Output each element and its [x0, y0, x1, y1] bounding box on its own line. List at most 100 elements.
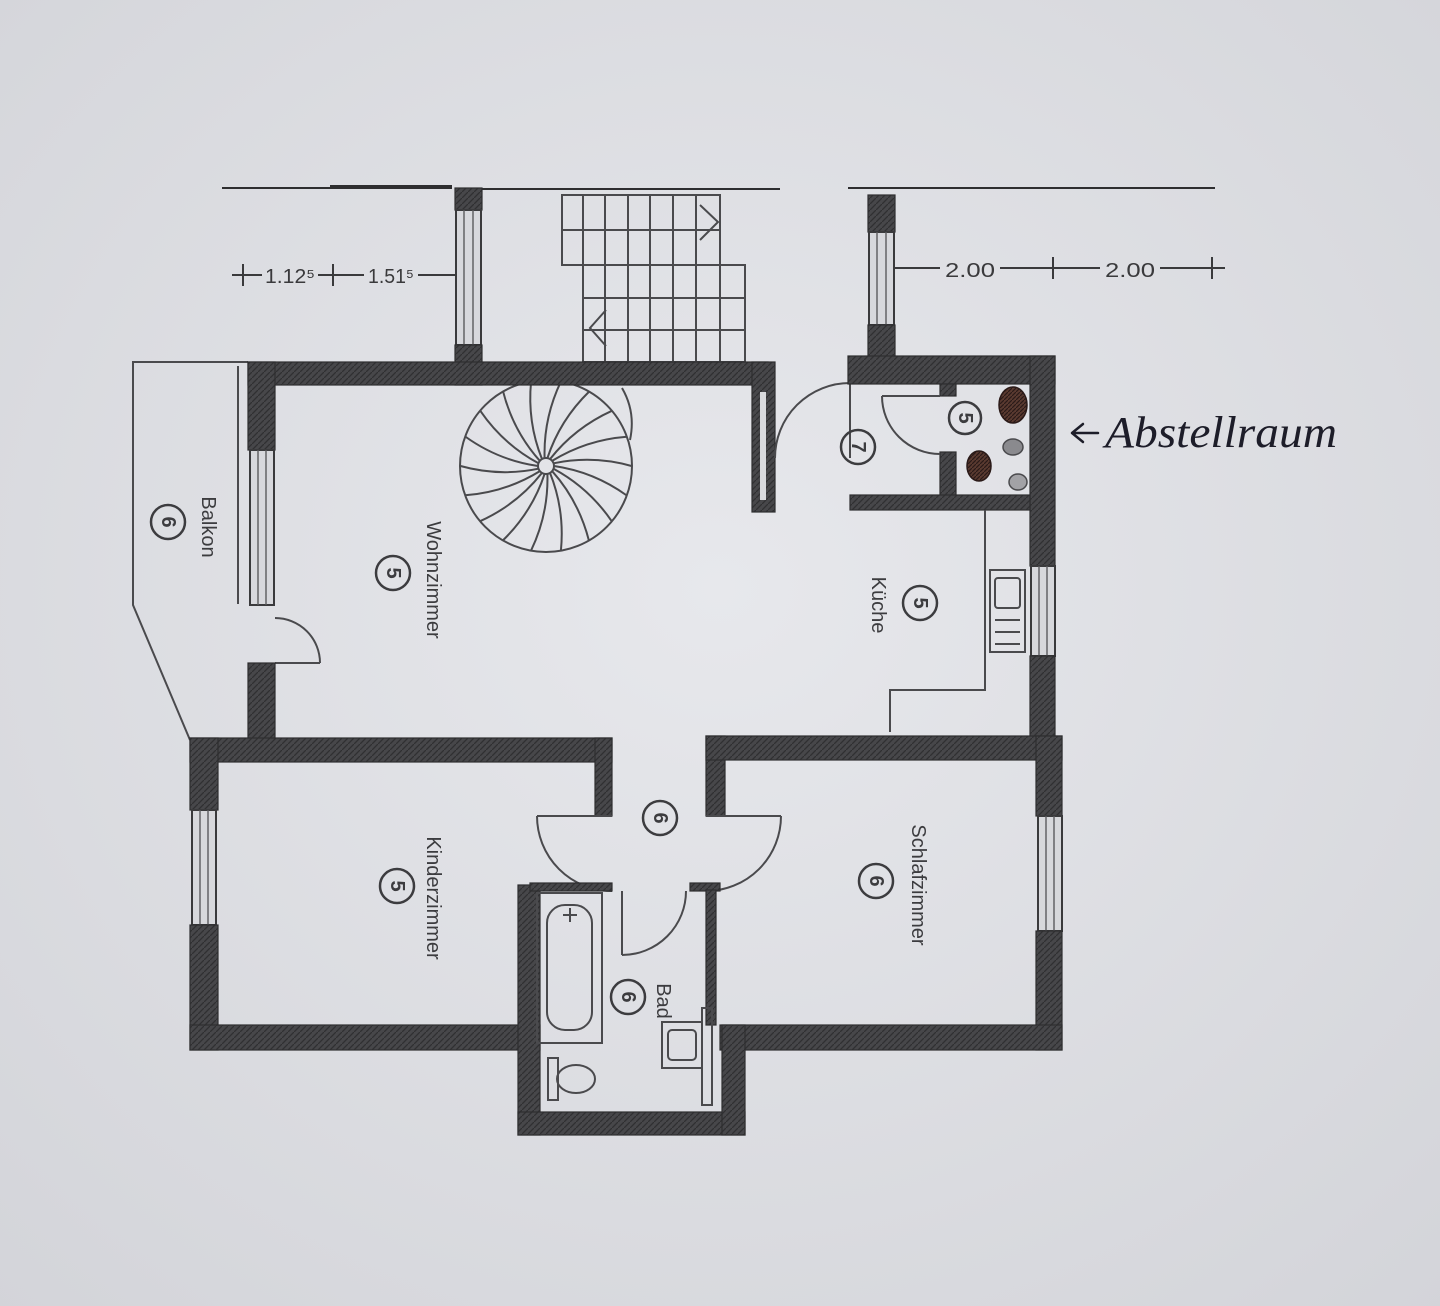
- wall-segment: [529, 882, 613, 892]
- room-code: 5: [386, 880, 408, 891]
- wall-segment: [517, 1111, 746, 1136]
- room-code: 6: [649, 812, 671, 823]
- spiral-step: [459, 464, 539, 474]
- site-lines: [222, 185, 1215, 190]
- wall-segment: [454, 187, 483, 211]
- wall-segment: [705, 889, 717, 1026]
- spiral-step: [553, 465, 628, 497]
- wall-segment: [689, 882, 721, 892]
- bath-shelf: [701, 1007, 713, 1106]
- door-swing: [705, 815, 782, 892]
- room-label: Schlafzimmer: [907, 824, 929, 945]
- wall-segment: [1035, 735, 1063, 817]
- wall-segment: [849, 494, 1031, 511]
- door-swing: [274, 617, 321, 664]
- room-code-circle: [609, 978, 647, 1016]
- room-code-circle: [374, 554, 412, 592]
- room-wohnzimmer: Wohnzimmer 5: [374, 521, 444, 639]
- wall-segment: [189, 737, 219, 811]
- spiral-step: [543, 380, 562, 459]
- wall-segment: [247, 361, 769, 386]
- wall-segment: [721, 1024, 746, 1136]
- wall-segment: [247, 361, 276, 451]
- spiral-step: [502, 391, 541, 462]
- room-kinderzimmer: Kinderzimmer 5: [378, 836, 444, 960]
- spiral-step: [530, 473, 549, 552]
- dimension-line-left: 1.12⁵ 1.51⁵: [232, 264, 455, 288]
- annotation-text: Abstellraum: [1102, 408, 1337, 457]
- spiral-step: [553, 467, 613, 522]
- door-swing: [774, 382, 851, 459]
- room-label: Balkon: [197, 496, 219, 557]
- handwritten-annotation: Abstellraum: [1070, 408, 1337, 457]
- room-code-circle: [839, 428, 877, 466]
- window: [455, 209, 482, 346]
- dimension-value: 2.00: [1105, 260, 1155, 282]
- window: [249, 449, 275, 606]
- dimension-line-right: 2.00 2.00: [892, 257, 1225, 282]
- room-code-circle: [901, 584, 939, 622]
- wall-segment: [705, 735, 1063, 761]
- balcony-outline: [132, 361, 248, 741]
- room-label: Küche: [867, 577, 889, 634]
- spiral-step: [479, 472, 543, 523]
- room-label: Kinderzimmer: [422, 836, 444, 960]
- wall-segment: [594, 737, 613, 817]
- room-code-circle: [947, 400, 983, 436]
- wall-segment: [719, 1024, 1063, 1051]
- wall-inner-line: [760, 392, 766, 500]
- room-code: 6: [865, 875, 887, 886]
- marker-hall: 6: [641, 799, 679, 837]
- wall-segment: [189, 737, 613, 763]
- room-code-circle: [149, 503, 187, 541]
- dimension-value: 2.00: [945, 260, 995, 282]
- wall-segment: [1029, 655, 1056, 741]
- wall-segment: [939, 451, 957, 498]
- dimension-value: 1.12⁵: [265, 266, 315, 288]
- spiral-step: [479, 410, 539, 465]
- storage-scribbles: [966, 386, 1028, 491]
- room-code: 5: [909, 597, 931, 608]
- spiral-staircase-icon: [459, 379, 633, 553]
- wall-segment: [939, 383, 957, 397]
- spiral-step: [502, 473, 546, 542]
- marker-storage: 5: [947, 400, 983, 436]
- room-code-circle: [641, 799, 679, 837]
- kitchen-counter: [889, 510, 986, 732]
- room-label: Bad: [652, 983, 674, 1019]
- wall-segment: [247, 662, 276, 741]
- spiral-step: [549, 472, 563, 551]
- window: [1030, 565, 1056, 657]
- window: [868, 231, 895, 326]
- door-swing: [621, 890, 687, 956]
- wall-segment: [189, 1024, 541, 1051]
- wall-segment: [867, 194, 896, 233]
- toilet-icon: [547, 1057, 596, 1101]
- window: [1037, 815, 1063, 932]
- room-bad: Bad 6: [609, 978, 674, 1019]
- bathtub-icon: [536, 892, 603, 1044]
- room-schlafzimmer: Schlafzimmer 6: [857, 824, 929, 946]
- room-label: Wohnzimmer: [422, 521, 444, 639]
- spiral-step: [551, 435, 627, 462]
- spiral-step: [529, 381, 543, 460]
- spiral-step: [546, 390, 590, 459]
- room-balkon: Balkon 6: [149, 496, 219, 558]
- window: [191, 809, 217, 926]
- arrow-left-icon: [1070, 422, 1100, 444]
- room-code: 5: [954, 412, 976, 423]
- door-swing: [881, 395, 941, 455]
- room-code: 7: [847, 441, 869, 452]
- room-kueche: Küche 5: [867, 577, 939, 634]
- marker-entrance: 7: [839, 428, 877, 466]
- spiral-step: [551, 470, 590, 541]
- dimension-value: 1.51⁵: [368, 266, 414, 288]
- room-code-circle: [857, 862, 895, 900]
- room-code: 5: [382, 567, 404, 578]
- spiral-step: [549, 409, 613, 460]
- room-code-circle: [378, 867, 416, 905]
- room-code: 6: [157, 516, 179, 527]
- wall-segment: [1029, 355, 1056, 567]
- spiral-step: [465, 470, 541, 497]
